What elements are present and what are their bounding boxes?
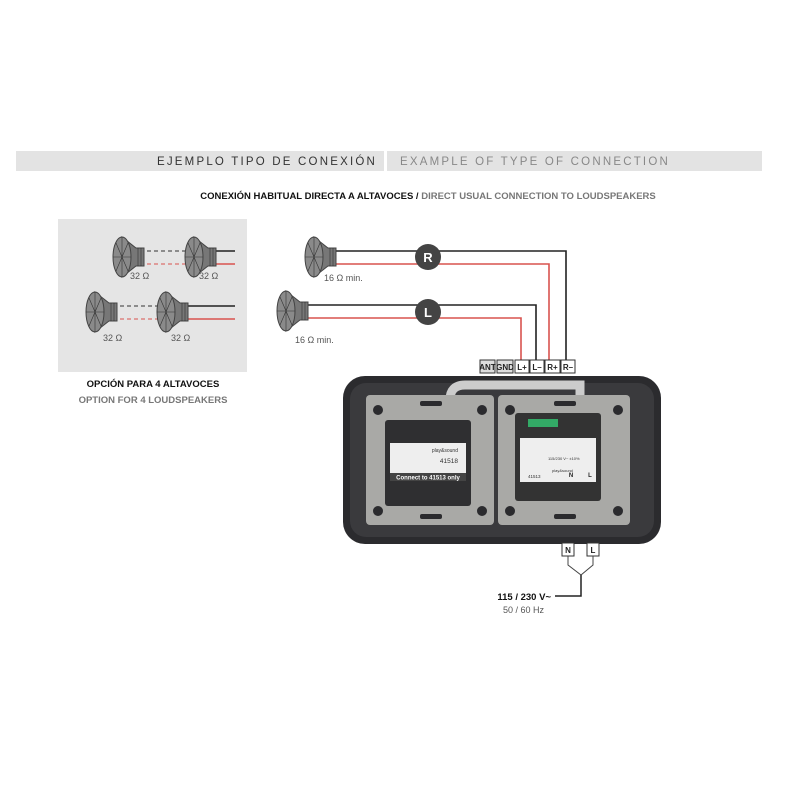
svg-text:Connect to 41513 only: Connect to 41513 only bbox=[396, 476, 460, 482]
svg-text:41518: 41518 bbox=[440, 458, 458, 465]
impedance-label: 32 Ω bbox=[130, 271, 150, 281]
svg-text:R+: R+ bbox=[547, 363, 558, 372]
svg-text:L: L bbox=[591, 546, 596, 555]
header-title-es: EJEMPLO TIPO DE CONEXIÓN bbox=[157, 155, 377, 168]
svg-text:GND: GND bbox=[496, 363, 514, 372]
svg-text:L: L bbox=[588, 473, 592, 479]
power-frequency: 50 / 60 Hz bbox=[503, 605, 545, 615]
impedance-label: 32 Ω bbox=[171, 333, 191, 343]
power-voltage: 115 / 230 V~ bbox=[497, 592, 551, 603]
svg-text:R–: R– bbox=[563, 363, 574, 372]
svg-text:41513: 41513 bbox=[528, 474, 541, 479]
right-speaker-icon bbox=[304, 236, 337, 278]
header-band-en bbox=[387, 151, 762, 171]
impedance-label: 32 Ω bbox=[103, 333, 123, 343]
speaker-wires bbox=[303, 250, 567, 360]
svg-text:L+: L+ bbox=[517, 363, 527, 372]
option-caption-en: OPTION FOR 4 LOUDSPEAKERS bbox=[79, 395, 228, 406]
svg-text:play&sound: play&sound bbox=[552, 468, 573, 473]
option-box bbox=[58, 219, 247, 372]
svg-text:ANT: ANT bbox=[479, 363, 496, 372]
left-speaker-icon bbox=[276, 290, 309, 332]
right-impedance: 16 Ω min. bbox=[324, 273, 363, 283]
terminal-block: ANT GND L+ L– R+ R– bbox=[479, 359, 576, 374]
svg-text:play&sound: play&sound bbox=[432, 448, 458, 454]
svg-text:115/230 V~ ±10%: 115/230 V~ ±10% bbox=[548, 456, 580, 461]
header-title-en: EXAMPLE OF TYPE OF CONNECTION bbox=[400, 156, 670, 168]
right-channel-label: R bbox=[423, 250, 433, 265]
svg-text:N: N bbox=[565, 546, 571, 555]
left-channel-badge bbox=[415, 299, 441, 325]
option-caption-es: OPCIÓN PARA 4 ALTAVOCES bbox=[87, 378, 220, 390]
left-impedance: 16 Ω min. bbox=[295, 335, 334, 345]
power-terminals: N L bbox=[555, 542, 600, 597]
impedance-label: 32 Ω bbox=[199, 271, 219, 281]
device-photo: play&sound 41518 Connect to 41513 only 1… bbox=[343, 376, 661, 544]
svg-text:L–: L– bbox=[532, 363, 542, 372]
right-channel-badge bbox=[415, 244, 441, 270]
svg-text:N: N bbox=[569, 473, 573, 479]
left-channel-label: L bbox=[424, 305, 432, 320]
option-wires bbox=[113, 250, 235, 320]
subtitle: CONEXIÓN HABITUAL DIRECTA A ALTAVOCES / … bbox=[200, 190, 656, 202]
header-band-es bbox=[16, 151, 384, 171]
